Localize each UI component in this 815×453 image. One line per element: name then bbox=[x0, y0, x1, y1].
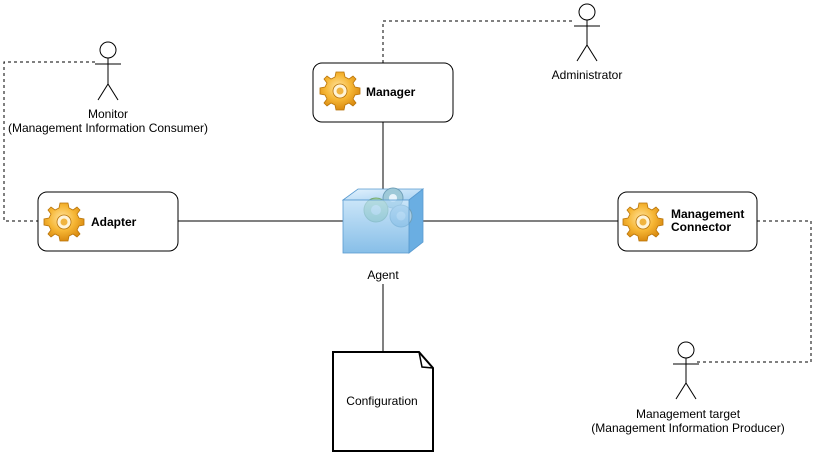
dashed-link-manager-administrator bbox=[382, 20, 574, 63]
dashed-link-connector-target bbox=[696, 220, 812, 363]
gear-icon bbox=[622, 202, 664, 242]
agent-label: Agent bbox=[367, 268, 399, 282]
management-connector-label-line1: Management bbox=[671, 207, 744, 221]
document-icon bbox=[332, 351, 434, 452]
gear-icon bbox=[319, 71, 361, 111]
administrator-actor[interactable]: Administrator bbox=[552, 3, 623, 82]
manager-label: Manager bbox=[366, 85, 416, 99]
adapter-label: Adapter bbox=[91, 215, 137, 229]
monitor-label-line1: Monitor bbox=[88, 107, 128, 121]
monitor-label-line2: (Management Information Consumer) bbox=[8, 121, 208, 135]
configuration-node[interactable]: Configuration bbox=[332, 351, 434, 452]
management-target-actor[interactable]: Management target (Management Informatio… bbox=[591, 341, 785, 435]
manager-node[interactable]: Manager bbox=[312, 62, 454, 123]
stick-figure-icon bbox=[673, 341, 699, 400]
cube-gears-icon bbox=[341, 187, 425, 254]
management-target-label-line1: Management target bbox=[636, 407, 741, 421]
stick-figure-icon bbox=[95, 41, 121, 101]
management-target-label-line2: (Management Information Producer) bbox=[591, 421, 784, 435]
agent-node[interactable]: Agent bbox=[341, 187, 425, 282]
gear-icon bbox=[43, 202, 85, 242]
management-connector-node[interactable]: Management Connector bbox=[617, 191, 758, 252]
stick-figure-icon bbox=[574, 3, 600, 62]
adapter-node[interactable]: Adapter bbox=[37, 191, 179, 252]
management-connector-label-line2: Connector bbox=[671, 220, 731, 234]
configuration-label: Configuration bbox=[346, 394, 417, 408]
administrator-label: Administrator bbox=[552, 68, 623, 82]
monitor-actor[interactable]: Monitor (Management Information Consumer… bbox=[8, 41, 208, 135]
dashed-link-monitor-adapter bbox=[3, 61, 95, 222]
